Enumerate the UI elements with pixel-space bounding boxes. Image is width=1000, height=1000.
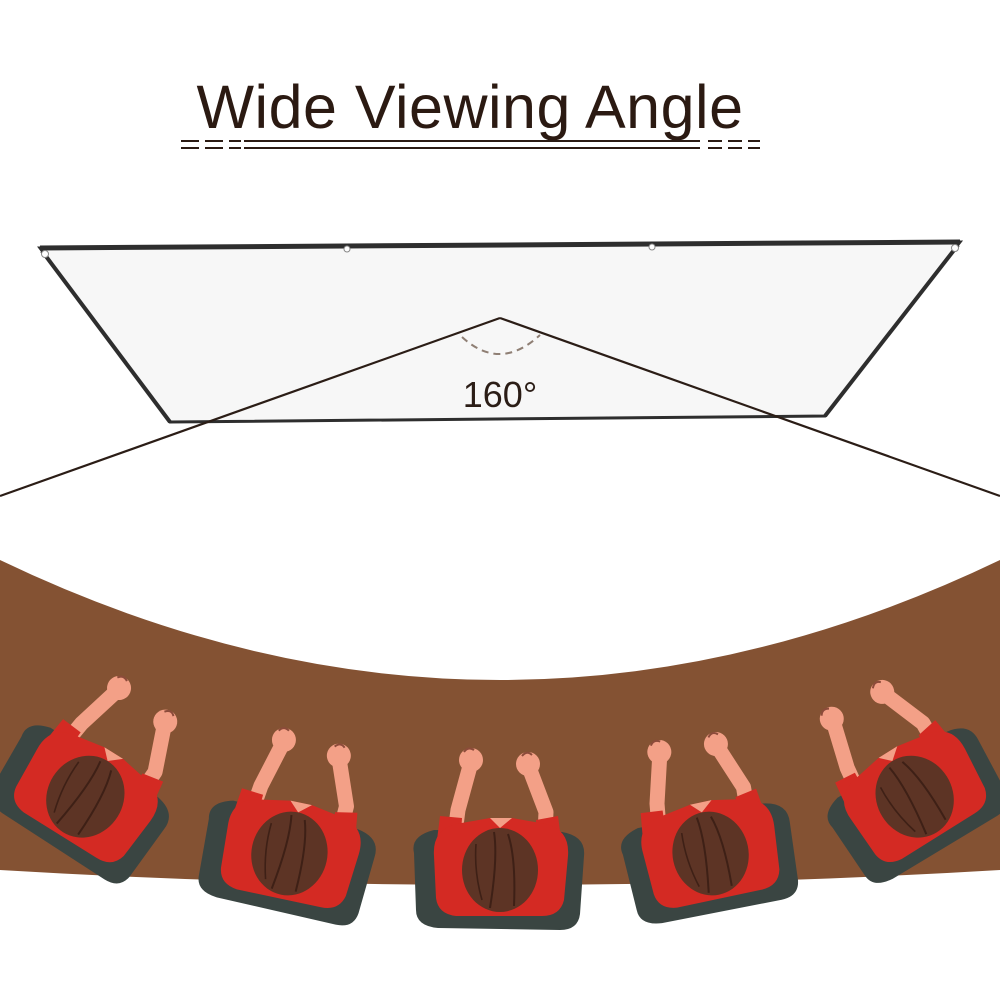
angle-arc bbox=[461, 334, 541, 355]
title-underline bbox=[181, 140, 760, 149]
viewing-angle-lines bbox=[0, 316, 1000, 498]
projector-screen-icon bbox=[37, 239, 964, 424]
angle-label: 160° bbox=[462, 374, 538, 415]
page-title: Wide Viewing Angle bbox=[196, 73, 744, 141]
